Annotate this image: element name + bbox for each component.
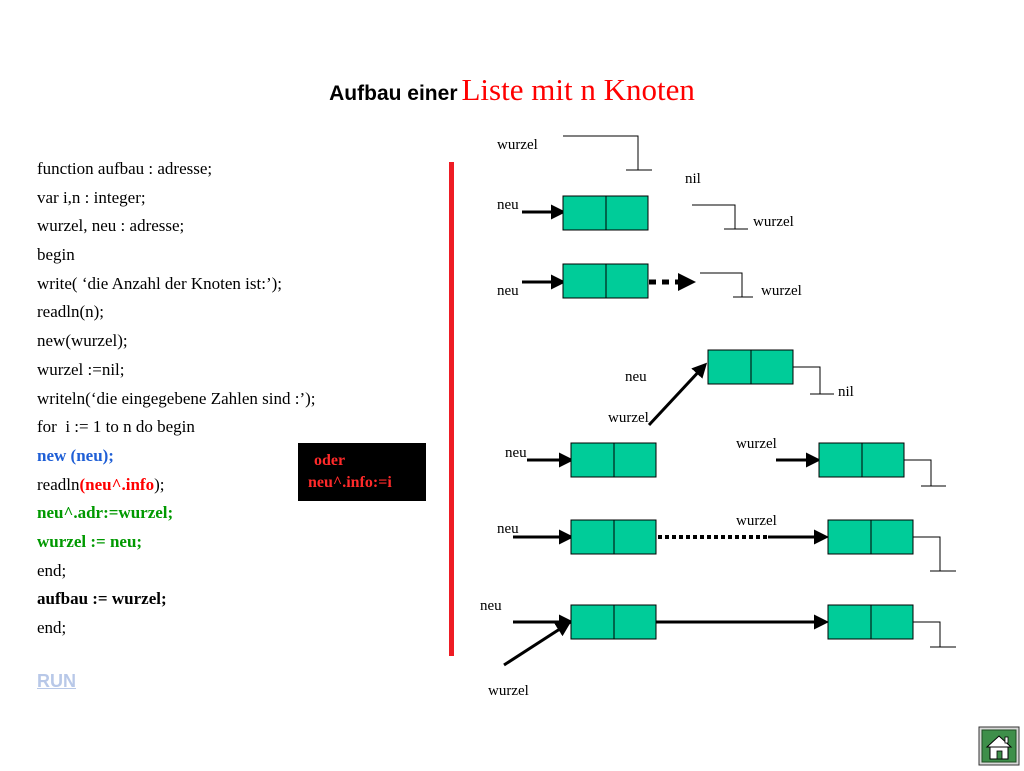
label-nil: nil: [838, 384, 854, 400]
code-text: neu^.adr:=wurzel;: [37, 503, 174, 523]
code-line: readln(n);: [37, 298, 437, 327]
code-line: write( ‘die Anzahl der Knoten ist:’);: [37, 270, 437, 299]
code-line: begin: [37, 241, 437, 270]
step4-wurzel-to-node: neu wurzel nil: [608, 349, 854, 427]
slide-title: Aufbau einer Liste mit n Knoten: [0, 72, 1024, 108]
code-text: for i := 1 to n do begin: [37, 417, 195, 437]
code-text: end;: [37, 618, 67, 637]
code-line: function aufbau : adresse;: [37, 155, 437, 184]
code-text: writeln(‘die eingegebene Zahlen sind :’)…: [37, 388, 316, 408]
step6-dotted-link: neu wurzel: [497, 513, 956, 572]
run-link[interactable]: RUN: [37, 671, 76, 691]
step1-wurzel-nil: wurzel nil: [497, 135, 701, 187]
code-text: new (neu);: [37, 445, 114, 465]
code-line: neu^.adr:=wurzel;: [37, 499, 437, 528]
code-line: readln(neu^.info);: [37, 471, 437, 500]
label-wurzel: wurzel: [608, 410, 649, 426]
code-text: var i,n : integer;: [37, 187, 146, 207]
code-text: new(wurzel);: [37, 331, 128, 351]
label-wurzel: wurzel: [488, 683, 529, 699]
title-part-1: Aufbau einer: [329, 82, 458, 105]
label-wurzel: wurzel: [497, 137, 538, 153]
label-neu: neu: [497, 197, 519, 213]
code-line: aufbau := wurzel;: [37, 585, 437, 614]
label-wurzel: wurzel: [736, 513, 777, 529]
label-neu: neu: [625, 369, 647, 385]
title-part-2: Liste mit n Knoten: [461, 72, 695, 107]
code-line: wurzel, neu : adresse;: [37, 212, 437, 241]
note-line-2: neu^.info:=i: [308, 474, 392, 491]
step5-two-nodes: neu wurzel: [505, 436, 946, 487]
code-line: writeln(‘die eingegebene Zahlen sind :’)…: [37, 385, 437, 414]
label-neu: neu: [497, 283, 519, 299]
code-line: wurzel :=nil;: [37, 356, 437, 385]
code-text: );: [154, 474, 165, 494]
divider-bar: [449, 162, 454, 656]
home-icon: [978, 726, 1020, 766]
code-line: end;: [37, 614, 437, 643]
label-nil: nil: [685, 171, 701, 187]
code-listing: function aufbau : adresse; var i,n : inte…: [37, 155, 437, 643]
code-line: for i := 1 to n do begin: [37, 413, 437, 442]
code-text: readln(n);: [37, 302, 105, 322]
step2-new-node: neu wurzel: [497, 195, 794, 231]
step7-final-list: neu wurzel: [480, 598, 956, 699]
code-line: wurzel := neu;: [37, 528, 437, 557]
step3-link-node: neu wurzel: [497, 263, 802, 299]
code-text: readln: [37, 474, 80, 494]
code-text: begin: [37, 245, 75, 265]
home-button[interactable]: [978, 726, 1020, 766]
code-line: new(wurzel);: [37, 327, 437, 356]
code-text: end;: [37, 560, 67, 580]
code-line: var i,n : integer;: [37, 184, 437, 213]
code-text: aufbau := wurzel;: [37, 589, 167, 609]
note-line-1: oder: [314, 452, 346, 469]
code-line: new (neu);: [37, 442, 437, 471]
code-text: wurzel, neu : adresse;: [37, 216, 185, 236]
label-neu: neu: [497, 521, 519, 537]
label-wurzel: wurzel: [736, 436, 777, 452]
label-neu: neu: [505, 445, 527, 461]
label-neu: neu: [480, 598, 502, 614]
code-text: write( ‘die Anzahl der Knoten ist:’);: [37, 273, 283, 293]
code-text: wurzel := neu;: [37, 531, 143, 551]
alternative-note-box: oder neu^.info:=i: [298, 443, 426, 501]
label-wurzel: wurzel: [761, 283, 802, 299]
code-line: end;: [37, 557, 437, 586]
code-highlight: (neu^.info: [79, 474, 155, 494]
code-text: function aufbau : adresse;: [37, 159, 213, 178]
code-text: wurzel :=nil;: [37, 359, 125, 379]
label-wurzel: wurzel: [753, 214, 794, 230]
